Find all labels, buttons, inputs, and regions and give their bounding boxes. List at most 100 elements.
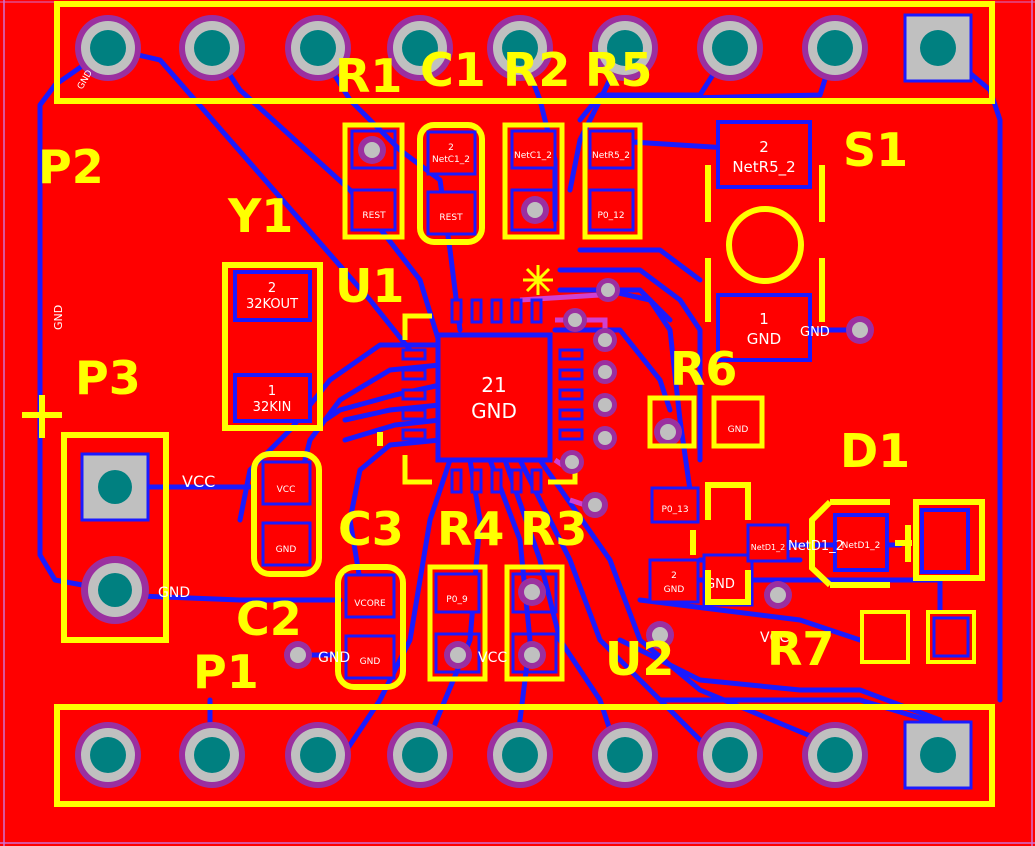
d1-pad1-net: NetD1_2: [751, 543, 785, 552]
netd1-label: NetD1_2: [788, 539, 844, 554]
r4-pad-top: [434, 572, 481, 614]
header-top-pad: [179, 15, 245, 81]
r6-pad-net: GND: [728, 425, 749, 435]
r4-outline: [427, 564, 488, 682]
via: [518, 578, 546, 606]
y1-pad-1: [233, 373, 312, 423]
header-top-pad: [387, 15, 453, 81]
u2-silk: [690, 482, 751, 605]
via: [593, 426, 617, 450]
header-top-pad: [592, 15, 658, 81]
header-bottom-pad: [697, 722, 763, 788]
r7-pad-left: [860, 610, 910, 664]
r1-pad-net: REST: [362, 211, 386, 221]
gnd-p3-label: GND: [158, 585, 190, 601]
header-bottom-pad: [179, 722, 245, 788]
u2-pad-net: GND: [664, 585, 685, 595]
designator-r7: R7: [767, 622, 834, 676]
r5-pad1-net: P0_12: [597, 211, 624, 221]
s1-pad2-net: NetR5_2: [732, 158, 795, 177]
u1-side-pads: [401, 298, 584, 494]
via: [596, 278, 620, 302]
r5-outline: [582, 122, 643, 240]
header-bottom-outline: [54, 704, 995, 807]
r1-pad-top: [350, 129, 397, 170]
r3-outline: [504, 564, 565, 682]
y1-pad-2: [233, 270, 312, 322]
c1-pad1-net: REST: [439, 213, 463, 223]
designator-c3: C3: [338, 502, 404, 556]
via: [284, 641, 312, 669]
header-top-pad: [802, 15, 868, 81]
via: [593, 393, 617, 417]
designator-c2: C2: [236, 592, 302, 646]
s1-pad-bottom: [716, 293, 812, 362]
c3-pad-top-net: VCORE: [354, 599, 386, 609]
u2-pad-large: [702, 553, 754, 607]
c1-pad-bottom: [426, 190, 477, 236]
header-top-pad: [285, 15, 351, 81]
designator-r2: R2: [503, 43, 570, 97]
header-bottom-pad: [592, 722, 658, 788]
r4-pad-net: P0_9: [446, 595, 468, 605]
r7-pad-right: [926, 610, 976, 664]
r2-pad-top: [510, 129, 557, 170]
designator-r1: R1: [335, 49, 402, 103]
s1-pad-top: [716, 120, 812, 189]
via: [593, 328, 617, 352]
u2-gnd-label: GND: [705, 577, 735, 592]
vcc-trace-label: VCC: [182, 472, 215, 491]
designator-u2: U2: [605, 632, 674, 686]
d1-pad-cathode: [920, 508, 970, 574]
r3-pad: [650, 486, 700, 524]
via: [846, 316, 874, 344]
p3-drill-1: [98, 470, 132, 504]
vias: [284, 136, 874, 669]
designator-r6: R6: [670, 342, 737, 396]
via: [521, 196, 549, 224]
r6-pad-right: [711, 395, 765, 449]
r3-pad-net: P0_13: [661, 505, 688, 515]
header-top-outline: [54, 1, 995, 104]
d1-pad-anode: [833, 513, 889, 572]
y1-pad1-num: 1: [268, 384, 276, 399]
via: [593, 360, 617, 384]
s1-pad1-net: GND: [747, 330, 781, 348]
s1-silk: [705, 165, 825, 322]
header-top-pad: [487, 15, 553, 81]
designator-r3: R3: [520, 502, 587, 556]
via: [563, 308, 587, 332]
designator-u1: U1: [335, 259, 404, 313]
y1-pad2-num: 2: [268, 281, 276, 296]
c1-pad2-num: 2: [448, 143, 454, 153]
designator-r5: R5: [585, 43, 652, 97]
r5-pad2-net: NetR5_2: [592, 151, 630, 161]
via: [560, 450, 584, 474]
vcc-r7-label: VCC: [760, 630, 789, 646]
header-bottom-pad: [487, 722, 553, 788]
c2-pad-bottom: [261, 521, 312, 567]
gnd-s1-label: GND: [800, 325, 830, 340]
via: [764, 581, 792, 609]
r4-pad-bottom: [434, 632, 481, 674]
d1-pad-small: [746, 523, 790, 563]
header-bottom-pad: [75, 722, 141, 788]
designator-p3: P3: [75, 351, 141, 405]
u1-center-net: GND: [471, 399, 517, 423]
s1-pad2-num: 2: [759, 138, 769, 156]
designator-p2: P2: [38, 140, 104, 194]
designator-r4: R4: [437, 502, 504, 556]
r3-pad-top: [511, 572, 558, 614]
via: [358, 136, 386, 164]
via: [646, 621, 674, 649]
via: [518, 641, 546, 669]
y1-outline: [222, 262, 323, 431]
r2-outline: [502, 122, 565, 240]
designator-d1: D1: [840, 424, 910, 478]
c3-pad-bottom: [344, 634, 396, 680]
header-bottom-pad: [802, 722, 868, 788]
designator-y1: Y1: [227, 189, 293, 243]
via: [582, 492, 608, 518]
designator-c1: C1: [420, 43, 486, 97]
